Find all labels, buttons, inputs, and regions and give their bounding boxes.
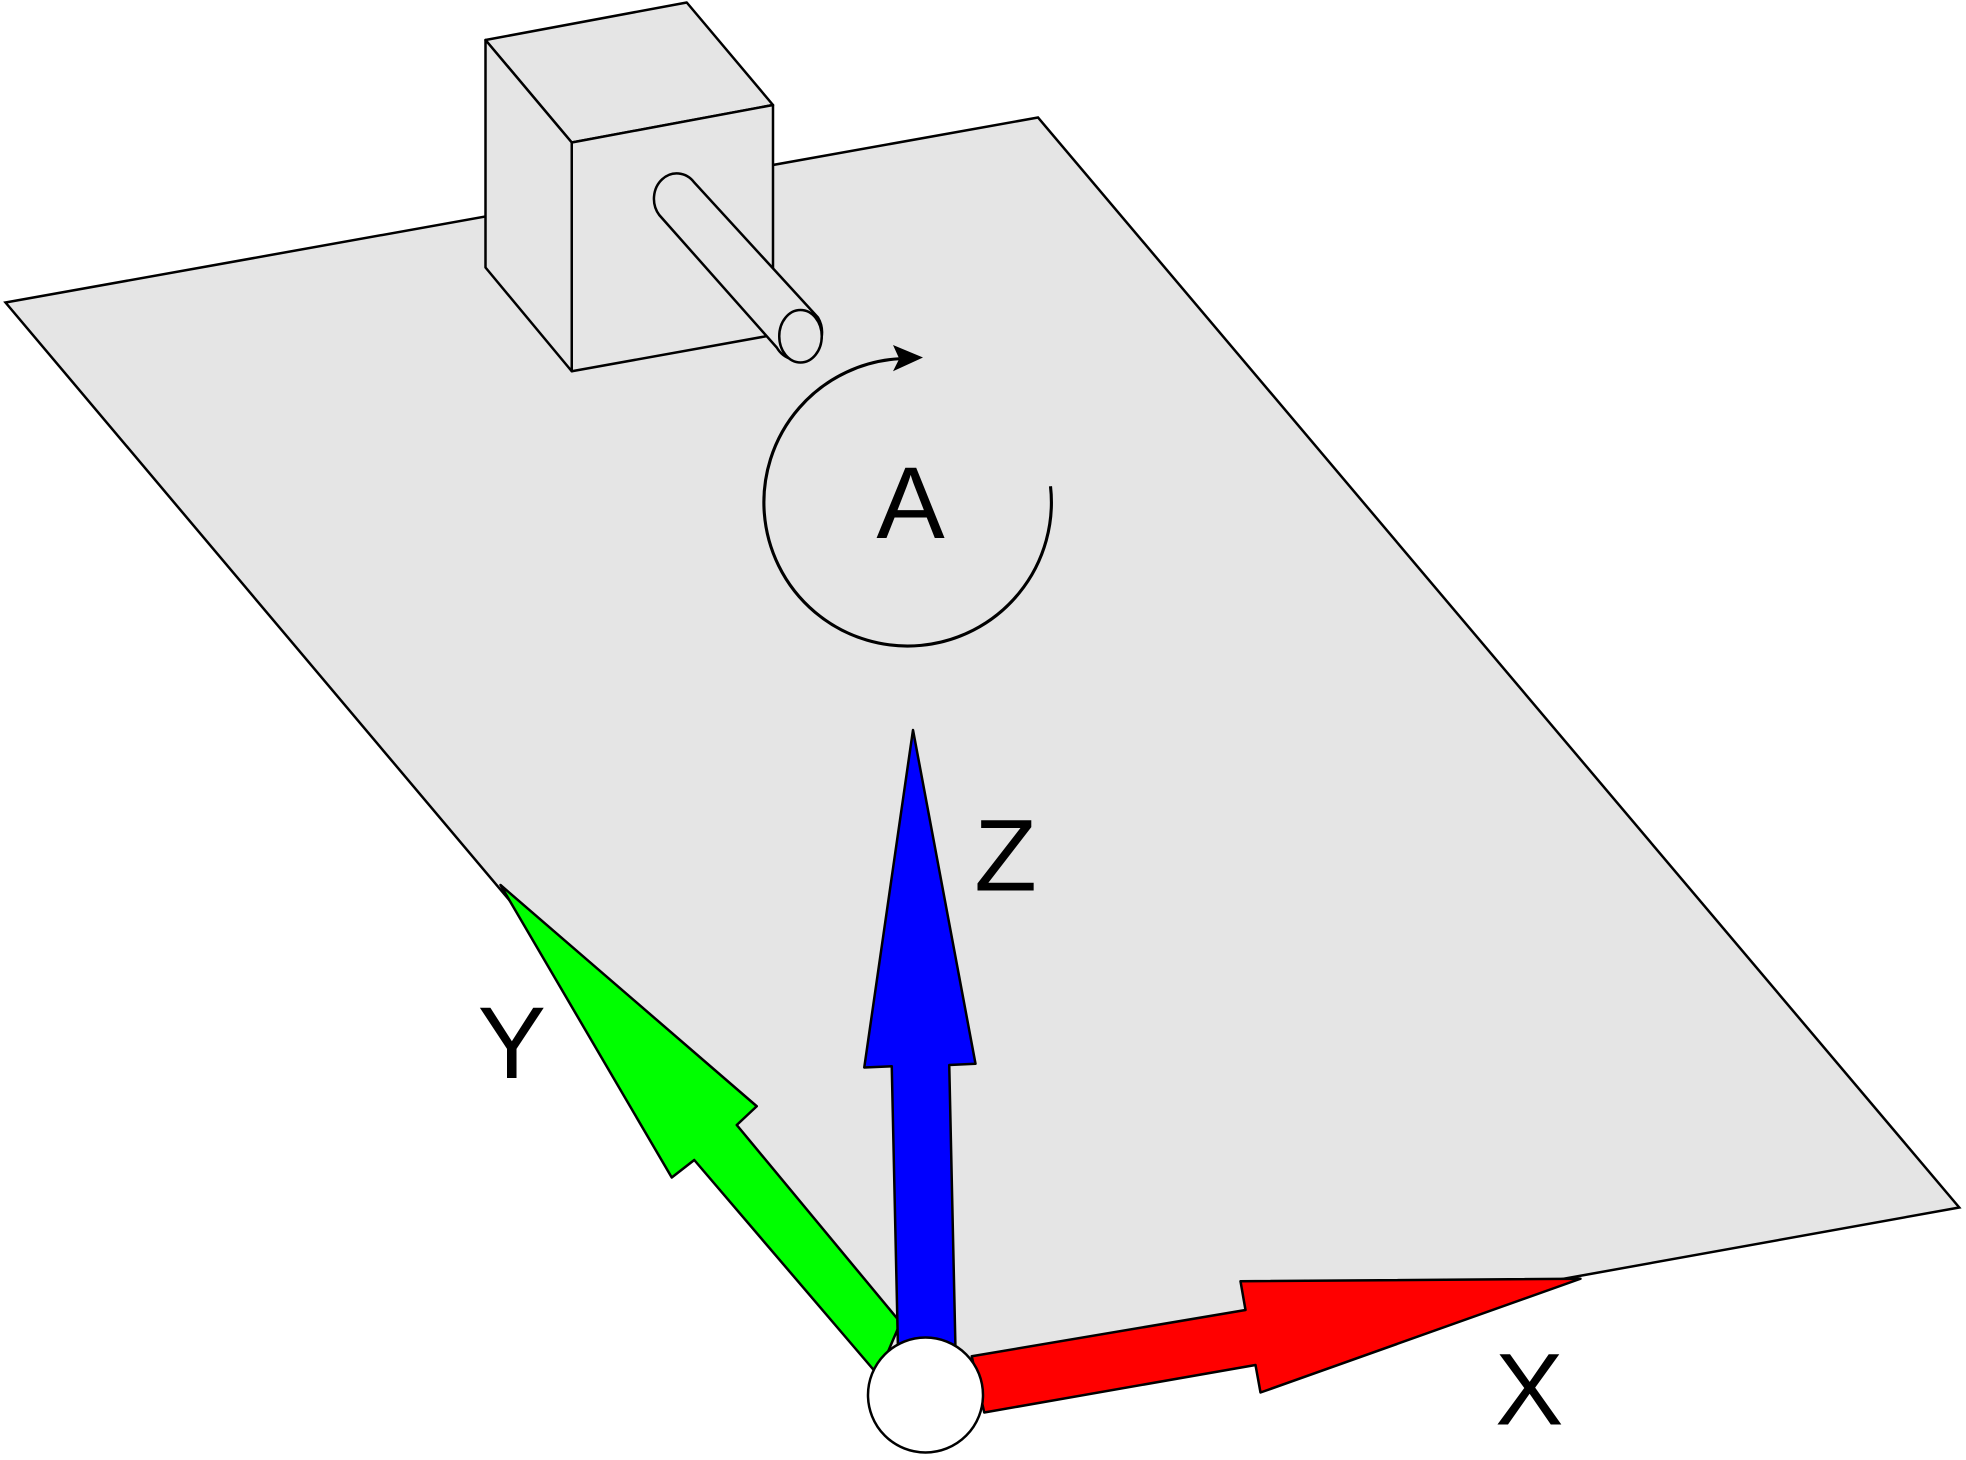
rotation-arc (762, 357, 1053, 648)
y-axis-arrow (499, 883, 902, 1377)
x-axis-label: X (1495, 1331, 1563, 1446)
tool-tip (778, 308, 823, 364)
spindle-box (484, 1, 775, 373)
z-axis-label: Z (974, 798, 1037, 913)
rotation-a-indicator: A (762, 345, 1053, 648)
work-plane (3, 116, 1962, 1396)
origin-point (866, 1336, 985, 1454)
y-axis-label: Y (478, 985, 546, 1100)
rotation-label: A (876, 445, 945, 560)
rotation-arrowhead-icon (893, 345, 923, 372)
spindle-tool (652, 172, 824, 364)
x-axis-arrow (970, 1277, 1582, 1414)
